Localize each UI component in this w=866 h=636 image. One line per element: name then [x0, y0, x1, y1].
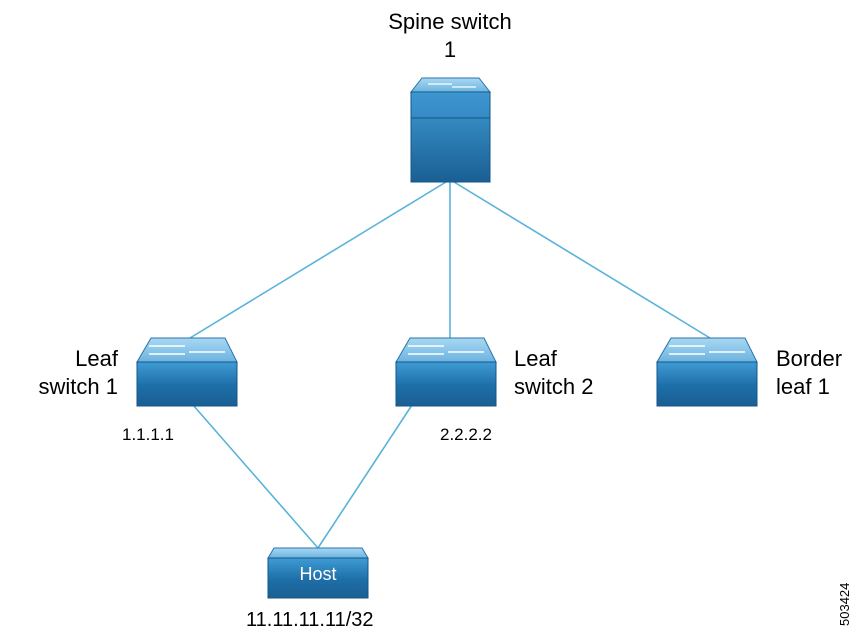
host-label: Host: [299, 564, 337, 584]
leaf-switch-2-icon: [395, 337, 497, 407]
link-spine-border: [453, 181, 711, 339]
figure-id: 503424: [837, 582, 852, 626]
leaf-switch-2-address: 2.2.2.2: [440, 425, 492, 444]
link-leaf1-host: [192, 404, 319, 549]
border-leaf-1-label-line1: Border: [776, 346, 843, 371]
link-leaf2-host: [317, 404, 413, 549]
leaf-switch-2-label-line2: switch 2: [514, 374, 594, 399]
links: [189, 181, 711, 549]
border-leaf-1-label-line2: leaf 1: [776, 374, 830, 399]
leaf-switch-1-label-line2: switch 1: [38, 374, 118, 399]
spine-switch-label-line2: 1: [443, 37, 457, 62]
host-icon: [267, 547, 369, 599]
border-leaf-1-label: Border leaf 1: [776, 345, 842, 401]
link-spine-leaf1: [189, 181, 447, 339]
border-leaf-1-icon: [656, 337, 758, 407]
leaf-switch-1-label-line1: Leaf: [75, 346, 118, 371]
leaf-switch-1-label: Leaf switch 1: [0, 345, 118, 401]
leaf-switch-2-label: Leaf switch 2: [514, 345, 593, 401]
spine-switch-icon: [409, 77, 492, 183]
host-address: 11.11.11.11/32: [246, 609, 374, 631]
spine-switch-label: Spine switch 1: [340, 8, 560, 64]
spine-switch-label-line1: Spine switch: [388, 9, 512, 34]
leaf-switch-1-address: 1.1.1.1: [122, 425, 174, 444]
leaf-switch-1-icon: [136, 337, 238, 407]
leaf-switch-2-label-line1: Leaf: [514, 346, 557, 371]
